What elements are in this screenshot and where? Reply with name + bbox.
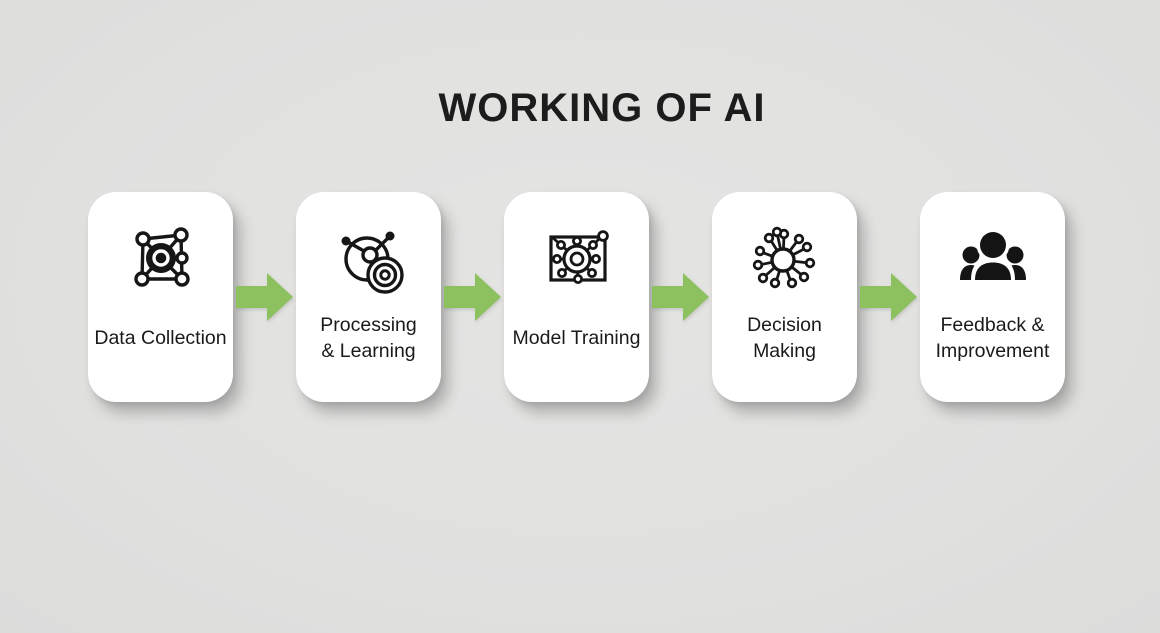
page-title: WORKING OF AI xyxy=(438,86,766,130)
decision-burst-icon xyxy=(752,226,815,289)
step-label: Model Training xyxy=(512,327,641,349)
orbit-target-icon xyxy=(341,231,404,294)
step-card-data-collection: Data Collection xyxy=(88,192,233,402)
right-arrow-icon xyxy=(651,273,709,321)
people-group-icon xyxy=(959,228,1026,280)
step-card-feedback-improvement: Feedback & Improvement xyxy=(920,192,1065,402)
step-card-model-training: Model Training xyxy=(504,192,649,402)
step-label: Data Collection xyxy=(94,327,227,349)
step-card-processing-learning: Processing & Learning xyxy=(296,192,441,402)
process-flow: Data Collection Processing & Learning xyxy=(88,192,1065,402)
flow-arrow xyxy=(651,271,710,323)
right-arrow-icon xyxy=(235,273,293,321)
flow-arrow xyxy=(443,271,502,323)
step-label: Processing & Learning xyxy=(320,314,417,362)
step-label: Decision Making xyxy=(747,314,822,362)
flow-arrow xyxy=(859,271,918,323)
flow-arrow xyxy=(235,271,294,323)
step-label: Feedback & Improvement xyxy=(935,314,1050,362)
neural-network-icon xyxy=(548,230,609,285)
step-card-decision-making: Decision Making xyxy=(712,192,857,402)
right-arrow-icon xyxy=(859,273,917,321)
network-nodes-icon xyxy=(133,227,190,287)
right-arrow-icon xyxy=(443,273,501,321)
